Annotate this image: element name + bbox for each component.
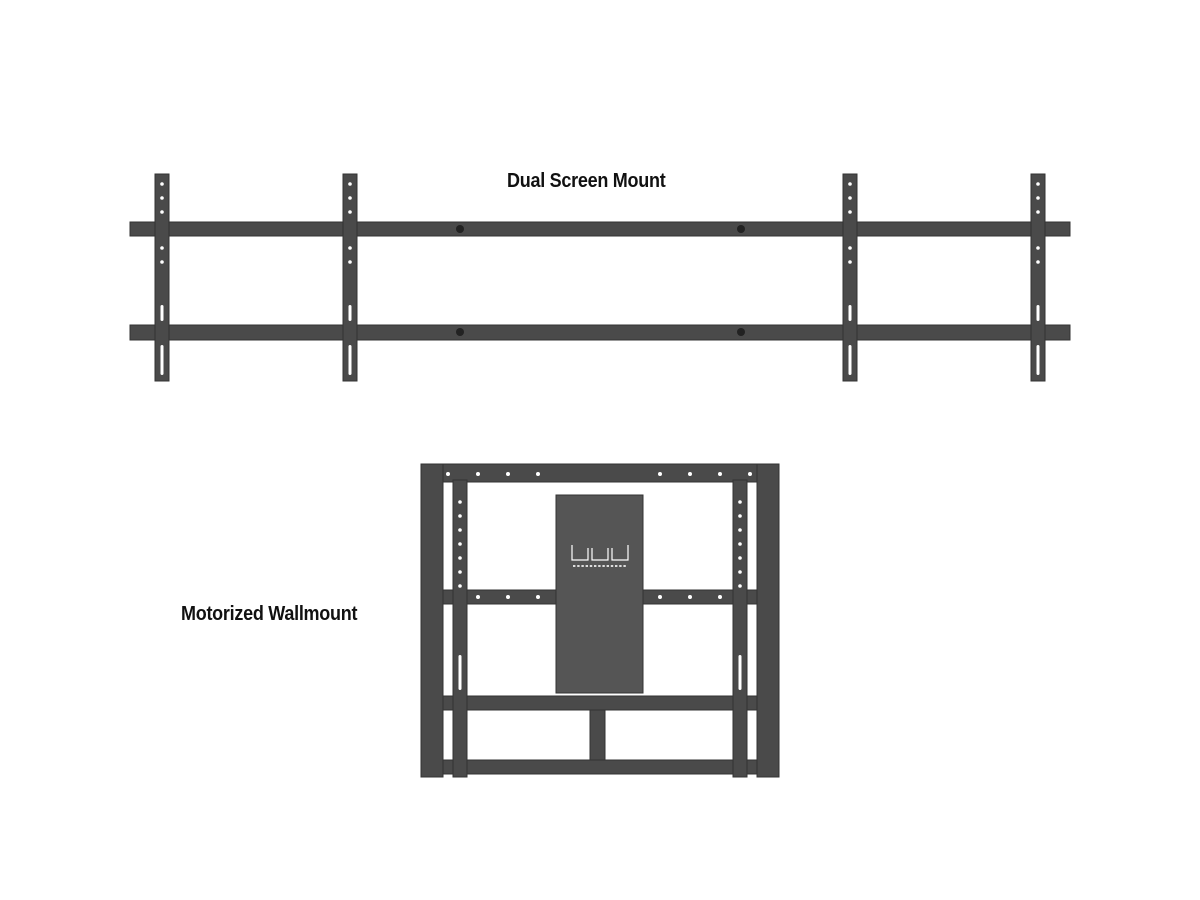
mount-hole — [476, 472, 480, 476]
dual-screen-mount — [129, 173, 1071, 382]
mount-hole — [348, 182, 352, 186]
logo-lettering — [598, 565, 601, 567]
mount-hole — [348, 196, 352, 200]
mount-hole — [718, 472, 722, 476]
right-post — [756, 463, 780, 778]
mount-hole — [160, 246, 164, 250]
center-post — [589, 709, 606, 761]
logo-lettering — [619, 565, 622, 567]
logo-lettering — [610, 565, 614, 567]
mount-hole — [348, 260, 352, 264]
horizontal-rail-top — [129, 221, 1071, 237]
mount-slot — [848, 345, 852, 375]
logo-mark — [571, 545, 629, 561]
vertical-bracket — [342, 173, 358, 382]
mount-hole — [536, 472, 540, 476]
mount-hole — [1036, 196, 1040, 200]
mount-hole — [738, 542, 742, 546]
mount-slot — [348, 345, 352, 375]
mount-hole — [1036, 182, 1040, 186]
mount-hole — [458, 542, 462, 546]
mount-hole — [348, 210, 352, 214]
logo-lettering — [577, 565, 580, 567]
motorized-wallmount-label: Motorized Wallmount — [181, 603, 358, 625]
mount-hole — [748, 472, 752, 476]
left-post — [420, 463, 444, 778]
bolt-icon — [737, 225, 745, 233]
multibrackets-logo — [571, 545, 629, 567]
mount-hole — [658, 472, 662, 476]
mount-hole — [506, 595, 510, 599]
lower-bar — [442, 695, 758, 711]
mount-hole — [458, 528, 462, 532]
mount-hole — [848, 182, 852, 186]
logo-lettering — [594, 565, 597, 567]
mount-hole — [1036, 246, 1040, 250]
mount-hole — [848, 210, 852, 214]
right-vertical-rail — [732, 479, 748, 778]
logo-lettering — [606, 565, 609, 567]
mount-hole — [476, 595, 480, 599]
mount-hole — [848, 196, 852, 200]
mount-hole — [458, 584, 462, 588]
mount-hole — [348, 246, 352, 250]
logo-lettering — [585, 565, 588, 567]
vertical-bracket — [154, 173, 170, 382]
bolt-icon — [456, 225, 464, 233]
mount-hole — [718, 595, 722, 599]
mount-hole — [1036, 260, 1040, 264]
mount-hole — [160, 260, 164, 264]
mount-hole — [160, 182, 164, 186]
mount-hole — [458, 556, 462, 560]
mount-slot — [458, 655, 462, 690]
center-plate — [555, 494, 644, 694]
vertical-bracket — [1030, 173, 1046, 382]
bottom-bar — [442, 759, 758, 775]
mount-slot — [848, 305, 852, 321]
mount-slot — [160, 305, 164, 321]
mount-hole — [458, 514, 462, 518]
mount-slot — [1036, 345, 1040, 375]
mount-hole — [1036, 210, 1040, 214]
mount-hole — [848, 246, 852, 250]
mount-hole — [506, 472, 510, 476]
mount-hole — [738, 500, 742, 504]
mount-hole — [738, 528, 742, 532]
horizontal-rail-bottom — [129, 324, 1071, 341]
mount-hole — [458, 500, 462, 504]
vertical-bracket — [842, 173, 858, 382]
dual-screen-mount-label: Dual Screen Mount — [507, 170, 666, 192]
mount-hole — [688, 472, 692, 476]
logo-lettering — [615, 565, 618, 567]
logo-lettering — [589, 565, 593, 567]
bolt-icon — [737, 328, 745, 336]
mount-slot — [160, 345, 164, 375]
logo-lettering — [623, 565, 626, 567]
mount-hole — [160, 210, 164, 214]
mount-hole — [458, 570, 462, 574]
logo-lettering — [573, 565, 576, 567]
mount-hole — [536, 595, 540, 599]
mount-slot — [1036, 305, 1040, 321]
mount-slot — [348, 305, 352, 321]
mount-hole — [658, 595, 662, 599]
mount-hole — [738, 514, 742, 518]
mount-hole — [446, 472, 450, 476]
mount-hole — [738, 556, 742, 560]
mount-hole — [160, 196, 164, 200]
top-bar — [420, 463, 780, 483]
bolt-icon — [456, 328, 464, 336]
logo-lettering — [581, 565, 584, 567]
mount-hole — [688, 595, 692, 599]
mount-hole — [738, 584, 742, 588]
motorized-wallmount — [420, 463, 780, 778]
logo-lettering — [602, 565, 605, 567]
mount-hole — [738, 570, 742, 574]
left-vertical-rail — [452, 479, 468, 778]
mount-slot — [738, 655, 742, 690]
mount-hole — [848, 260, 852, 264]
